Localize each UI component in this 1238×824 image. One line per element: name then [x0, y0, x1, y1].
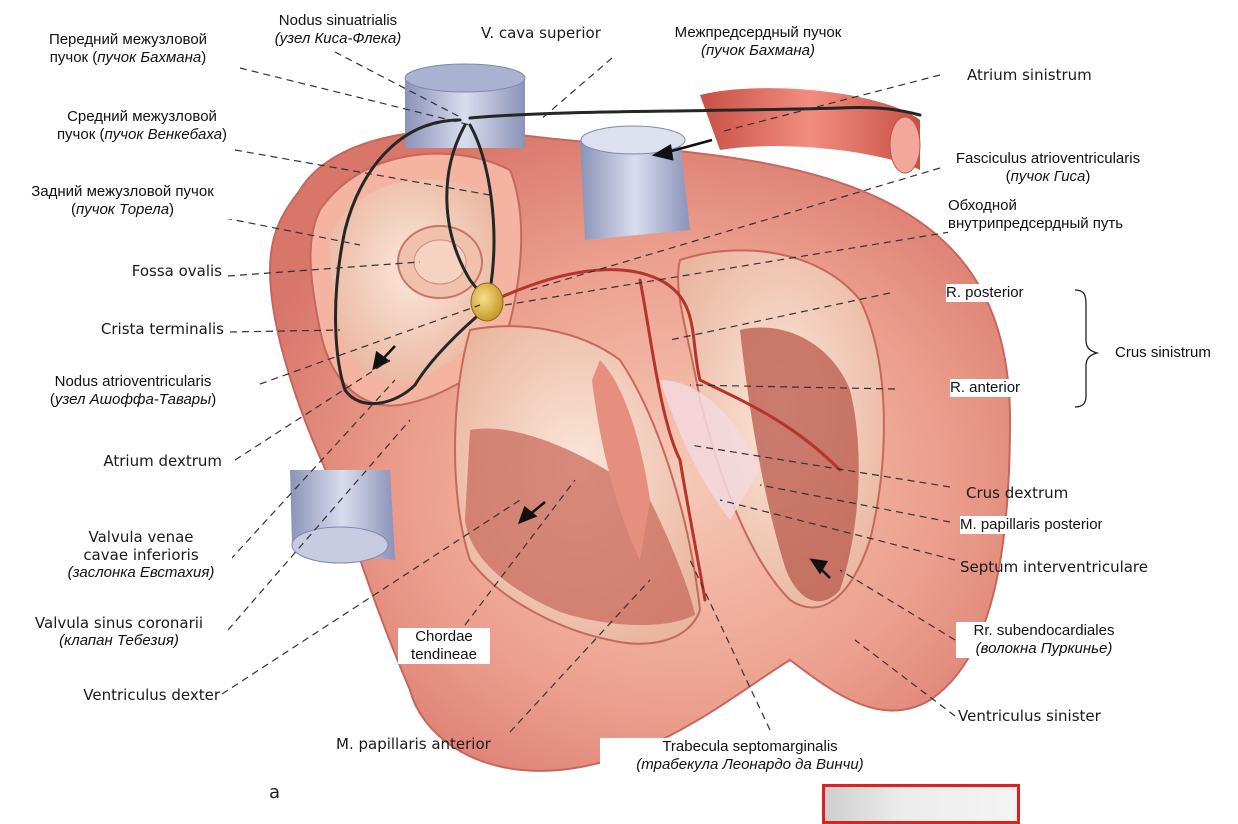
av-node-text-b: узел Ашоффа-Тавары	[55, 391, 211, 408]
label-m-papillaris-anterior: M. papillaris anterior	[336, 735, 491, 753]
label-middle-bundle: Средний межузловой пучок (пучок Венкебах…	[44, 108, 240, 144]
valvula-vcava-line3: (заслонка Евстахия)	[50, 564, 232, 582]
label-chordae-tendineae: Chordae tendineae	[398, 628, 490, 664]
label-valvula-vcava: Valvula venae cavae inferioris (заслонка…	[50, 528, 232, 582]
label-ventriculus-sinister: Ventriculus sinister	[958, 707, 1101, 725]
rr-subendo-line2: (волокна Пуркинье)	[956, 640, 1132, 658]
label-septum-interventriculare: Septum interventriculare	[960, 558, 1148, 576]
label-posterior-bundle: Задний межузловой пучок (пучок Торела)	[10, 183, 235, 219]
label-crus-sinistrum: Crus sinistrum	[1115, 344, 1211, 362]
av-node-line1: Nodus atrioventricularis	[14, 373, 252, 391]
anterior-bundle-text-c: )	[201, 49, 206, 66]
anterior-bundle-text-a: пучок (	[50, 49, 98, 66]
middle-bundle-text-b: пучок Венкебаха	[104, 126, 222, 143]
rr-subendo-line1: Rr. subendocardiales	[956, 622, 1132, 640]
inset-thumbnail[interactable]	[822, 784, 1020, 824]
trabecula-line2: (трабекула Леонардо да Винчи)	[600, 756, 900, 774]
bypass-line1: Обходной	[948, 197, 1170, 215]
his-line1: Fasciculus atrioventricularis	[942, 150, 1154, 168]
label-anterior-bundle: Передний межузловой пучок (пучок Бахмана…	[30, 31, 226, 67]
label-valvula-sinus-coronarii: Valvula sinus coronarii (клапан Тебезия)	[10, 614, 228, 650]
trabecula-line1: Trabecula septomarginalis	[600, 738, 900, 756]
his-text-b: пучок Гиса	[1011, 168, 1086, 185]
interatrial-line1: Межпредсердный пучок	[650, 24, 866, 42]
figure-letter: а	[269, 782, 280, 803]
anterior-bundle-line2: пучок (пучок Бахмана)	[30, 49, 226, 67]
label-sinus-node: Nodus sinuatrialis (узел Киса-Флека)	[258, 12, 418, 48]
sinus-node-line2: (узел Киса-Флека)	[258, 30, 418, 48]
label-m-papillaris-posterior: M. papillaris posterior	[960, 516, 1103, 534]
label-r-anterior: R. anterior	[950, 379, 1020, 397]
label-atrium-dextrum: Atrium dextrum	[56, 452, 222, 470]
posterior-bundle-line1: Задний межузловой пучок	[10, 183, 235, 201]
middle-bundle-text-a: пучок (	[57, 126, 105, 143]
sinus-node-line1: Nodus sinuatrialis	[258, 12, 418, 30]
valvula-vcava-line2: cavae inferioris	[50, 546, 232, 564]
chordae-line1: Chordae	[398, 628, 490, 646]
label-his-bundle: Fasciculus atrioventricularis (пучок Гис…	[942, 150, 1154, 186]
label-crista-terminalis: Crista terminalis	[60, 320, 224, 338]
chordae-line2: tendineae	[398, 646, 490, 664]
crus-sinistrum-brace	[1075, 290, 1097, 407]
av-node-text-c: )	[211, 391, 216, 408]
label-r-posterior: R. posterior	[946, 284, 1024, 302]
inferior-vena-cava	[290, 470, 395, 563]
av-node	[471, 283, 503, 321]
anterior-bundle-line1: Передний межузловой	[30, 31, 226, 49]
label-ventriculus-dexter: Ventriculus dexter	[42, 686, 220, 704]
posterior-bundle-text-b: пучок Торела	[76, 201, 169, 218]
superior-vena-cava	[405, 64, 525, 148]
valvula-sinus-line1: Valvula sinus coronarii	[10, 614, 228, 632]
middle-bundle-text-c: )	[222, 126, 227, 143]
posterior-bundle-line2: (пучок Торела)	[10, 201, 235, 219]
label-av-node: Nodus atrioventricularis (узел Ашоффа-Та…	[14, 373, 252, 409]
interatrial-line2: (пучок Бахмана)	[650, 42, 866, 60]
valvula-sinus-line2: (клапан Тебезия)	[10, 632, 228, 650]
middle-bundle-line1: Средний межузловой	[44, 108, 240, 126]
valvula-vcava-line1: Valvula venae	[50, 528, 232, 546]
middle-bundle-line2: пучок (пучок Венкебаха)	[44, 126, 240, 144]
bypass-line2: внутрипредсердный путь	[948, 215, 1170, 233]
label-atrium-sinistrum: Atrium sinistrum	[967, 66, 1092, 84]
his-text-c: )	[1085, 168, 1090, 185]
label-fossa-ovalis: Fossa ovalis	[88, 262, 222, 280]
label-rr-subendocardiales: Rr. subendocardiales (волокна Пуркинье)	[956, 622, 1132, 658]
av-node-line2: (узел Ашоффа-Тавары)	[14, 391, 252, 409]
label-crus-dextrum: Crus dextrum	[966, 484, 1068, 502]
anterior-bundle-text-b: пучок Бахмана	[97, 49, 201, 66]
label-interatrial-bundle: Межпредсердный пучок (пучок Бахмана)	[650, 24, 866, 60]
label-trabecula-septomarginalis: Trabecula septomarginalis (трабекула Лео…	[600, 738, 900, 774]
his-line2: (пучок Гиса)	[942, 168, 1154, 186]
label-bypass-tract: Обходной внутрипредсердный путь	[948, 197, 1170, 233]
label-v-cava-superior: V. cava superior	[481, 24, 601, 42]
posterior-bundle-text-c: )	[169, 201, 174, 218]
